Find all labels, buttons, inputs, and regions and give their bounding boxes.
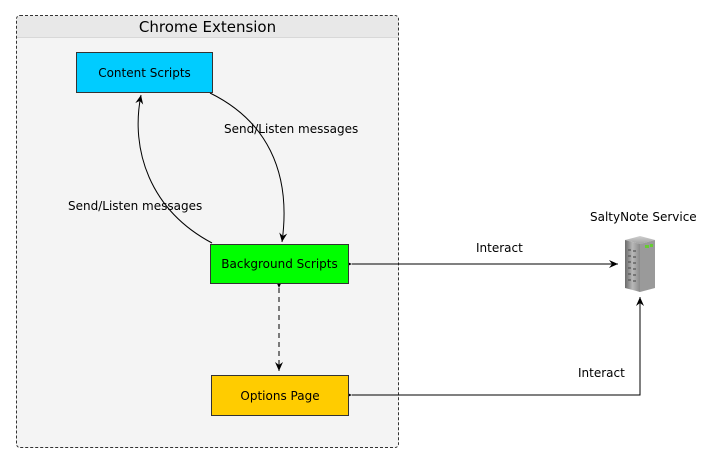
edge-label-send-listen-2: Send/Listen messages xyxy=(68,199,203,213)
content-scripts-label: Content Scripts xyxy=(98,65,191,80)
edge-label-send-listen-1: Send/Listen messages xyxy=(224,122,359,136)
edge-background-to-content xyxy=(135,94,213,244)
background-scripts-label: Background Scripts xyxy=(221,257,338,271)
container-header: Chrome Extension xyxy=(17,16,398,38)
edge-label-interact-2: Interact xyxy=(578,366,625,380)
container-title: Chrome Extension xyxy=(138,18,277,36)
edge-label-interact-1: Interact xyxy=(476,241,523,255)
edge-content-to-background xyxy=(209,92,288,243)
content-scripts-node: Content Scripts xyxy=(76,52,213,93)
server-icon xyxy=(625,236,655,292)
service-label: SaltyNote Service xyxy=(590,210,697,224)
options-page-node: Options Page xyxy=(211,375,349,416)
options-page-label: Options Page xyxy=(240,388,320,403)
edge-options-service xyxy=(343,297,644,399)
background-scripts-node: Background Scripts xyxy=(210,244,349,284)
